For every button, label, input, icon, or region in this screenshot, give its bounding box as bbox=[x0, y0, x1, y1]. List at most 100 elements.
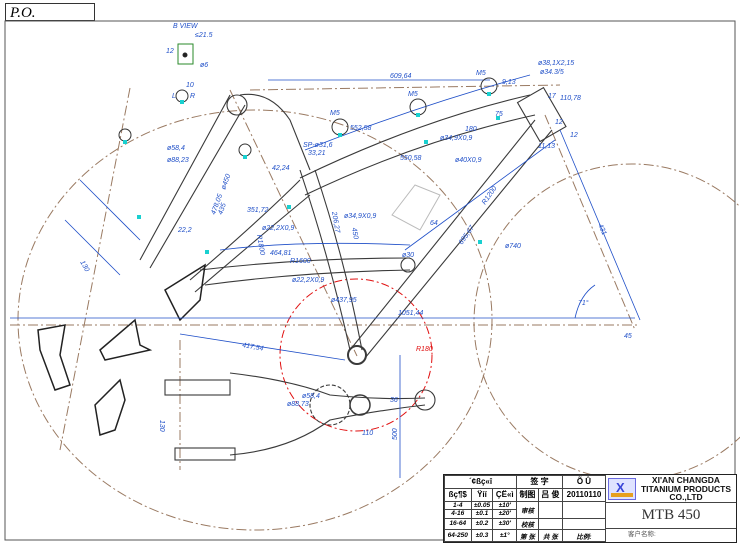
pivot-top bbox=[226, 94, 248, 116]
dim-seat-stay-arc: 351,72 bbox=[247, 207, 269, 214]
dim-seat-tube-len: 206,27 bbox=[330, 210, 341, 234]
b-view-hole bbox=[182, 52, 188, 58]
dim-rear-arc: 464,81 bbox=[270, 250, 292, 257]
dim-line-fork bbox=[559, 129, 641, 321]
tol-linear: ±0.2 bbox=[470, 517, 494, 531]
dim-top-tube-arc: 552,58 bbox=[350, 125, 372, 132]
chainstay-bb bbox=[349, 394, 371, 416]
b-view-part bbox=[177, 43, 194, 65]
title-block: ´¢ßç«î 签 字 Õ Û ßç¶$ Ÿíí ÇË«ì 制图 吕 俊 2011… bbox=[443, 474, 737, 543]
link-plate-main bbox=[164, 263, 206, 322]
tol-linear: ±0.1 bbox=[470, 509, 494, 519]
dim-head-offset: 9,13 bbox=[502, 79, 516, 86]
tol-range: 16-64 bbox=[444, 517, 472, 531]
tol-range: 4-16 bbox=[444, 509, 472, 519]
dim-seat-stay-r: R1800 bbox=[255, 234, 265, 256]
dim-rear-437: ø437,95 bbox=[331, 297, 357, 304]
rocker-arm bbox=[139, 94, 246, 269]
dim-fork-len: 431 bbox=[596, 223, 607, 237]
down-tube bbox=[349, 119, 553, 359]
dim-bb-58: ø58,4 bbox=[302, 393, 320, 400]
dim-rocker-130: 130 bbox=[78, 260, 90, 274]
b-view-width: ≤21.5 bbox=[195, 32, 213, 39]
marker-slot: 10 bbox=[186, 82, 194, 89]
dim-fork-45: 45 bbox=[624, 333, 632, 340]
dim-angle: 71° bbox=[578, 299, 589, 307]
dim-rocker-450: ø450 bbox=[220, 173, 232, 190]
company-name: XI'AN CHANGDA TITANIUM PRODUCTS CO.,LTD bbox=[640, 475, 732, 502]
seat-centerline bbox=[229, 89, 358, 357]
bottom-bracket bbox=[347, 345, 367, 365]
front-wheel-circle bbox=[473, 163, 740, 481]
dim-head-17: 17 bbox=[548, 93, 557, 100]
dim-cs-130: 130 bbox=[158, 420, 165, 432]
drawn-date: 20110110 bbox=[561, 487, 607, 502]
tol-range: 64-250 bbox=[444, 529, 472, 542]
dim-seat-450: 450 bbox=[350, 227, 359, 240]
proof-label: 校核 bbox=[516, 517, 539, 531]
dim-line-rear bbox=[219, 242, 411, 251]
tol-angle: ±1° bbox=[492, 529, 518, 542]
sign-title: 签 字 bbox=[516, 475, 563, 489]
dim-top-tube-len: 550,58 bbox=[400, 155, 422, 162]
dim-rear-dia: ø22,2X0,9 bbox=[292, 277, 324, 284]
dim-line-down-tube bbox=[404, 139, 556, 251]
company-cell: X XI'AN CHANGDA TITANIUM PRODUCTS CO.,LT… bbox=[606, 475, 736, 503]
dim-down-tube-30: ø30 bbox=[402, 252, 414, 259]
total-label: 共 张 bbox=[537, 529, 563, 542]
dim-seat-clamp-len: 33,21 bbox=[308, 150, 326, 157]
dim-down-tube-dia: ø40X0,9 bbox=[455, 157, 482, 164]
marker-lr-3 bbox=[238, 143, 252, 157]
dim-wheel-dia: ø740 bbox=[505, 243, 521, 250]
rocker-centerline bbox=[59, 87, 131, 451]
check-label: 审核 bbox=[516, 500, 539, 519]
sheet-label: 第 张 bbox=[516, 529, 539, 542]
top-tube bbox=[299, 94, 536, 196]
marker-lr-2 bbox=[118, 128, 132, 142]
dim-head-12a: 12 bbox=[570, 132, 578, 139]
scale-label: 比例: bbox=[561, 529, 607, 542]
dim-rocker-22: 22,2 bbox=[177, 227, 192, 234]
col-linear: Ÿíí bbox=[470, 487, 494, 502]
b-view-hole: ø6 bbox=[200, 62, 208, 69]
dim-top-tube-75: 75 bbox=[495, 111, 503, 118]
marker-m5-a: M5 bbox=[330, 110, 340, 117]
link-plate-c bbox=[94, 378, 126, 436]
marker-left: L bbox=[172, 93, 176, 100]
dim-down-tube-arc: 695,67 bbox=[458, 224, 477, 246]
dim-head-12b: 12 bbox=[555, 119, 563, 126]
dim-bottle-boss: 64 bbox=[430, 220, 438, 227]
fork-centerline bbox=[544, 114, 636, 331]
chainstay-crank bbox=[309, 384, 351, 426]
dim-line-rocker bbox=[64, 179, 141, 276]
b-view-depth: 12 bbox=[166, 48, 174, 55]
dim-head-len: 110,78 bbox=[560, 95, 581, 102]
dropout-bottom bbox=[174, 447, 236, 461]
marker-m5-b: M5 bbox=[408, 91, 418, 98]
dim-seat-tube-dia: ø34,9X0,9 bbox=[344, 213, 376, 220]
top-centerline bbox=[249, 84, 561, 91]
drawn-by: 吕 俊 bbox=[537, 487, 563, 502]
seat-stay bbox=[189, 179, 311, 293]
rear-wheel-circle bbox=[17, 109, 493, 531]
dim-seat-42: 42,24 bbox=[272, 165, 290, 172]
dim-head-11: 11,13 bbox=[538, 143, 555, 150]
tol-range: 1-4 bbox=[444, 500, 472, 511]
dim-cs-500: 500 bbox=[392, 428, 399, 440]
tol-angle: ±20' bbox=[492, 509, 518, 519]
tol-linear: ±0.05 bbox=[470, 500, 494, 511]
model-name: MTB 450 bbox=[606, 502, 736, 529]
tol-angle: ±30' bbox=[492, 517, 518, 531]
tolerance-table: ´¢ßç«î 签 字 Õ Û ßç¶$ Ÿíí ÇË«ì 制图 吕 俊 2011… bbox=[443, 475, 607, 542]
rear-link bbox=[199, 257, 411, 286]
dim-top-length: 609,64 bbox=[390, 73, 412, 80]
col-range: ßç¶$ bbox=[444, 487, 472, 502]
dim-cs-36: 36 bbox=[390, 397, 398, 404]
client-label: 客户名称: bbox=[628, 531, 656, 538]
link-plate-a bbox=[37, 324, 71, 391]
dim-top-tube-dia: ø34,9X0,9 bbox=[440, 135, 472, 142]
dim-seat-stay-dia: ø22,2X0,9 bbox=[262, 225, 294, 232]
dropout-top bbox=[164, 379, 231, 396]
dim-top-tube-180: 180 bbox=[465, 126, 477, 133]
shock-mount bbox=[400, 257, 416, 273]
